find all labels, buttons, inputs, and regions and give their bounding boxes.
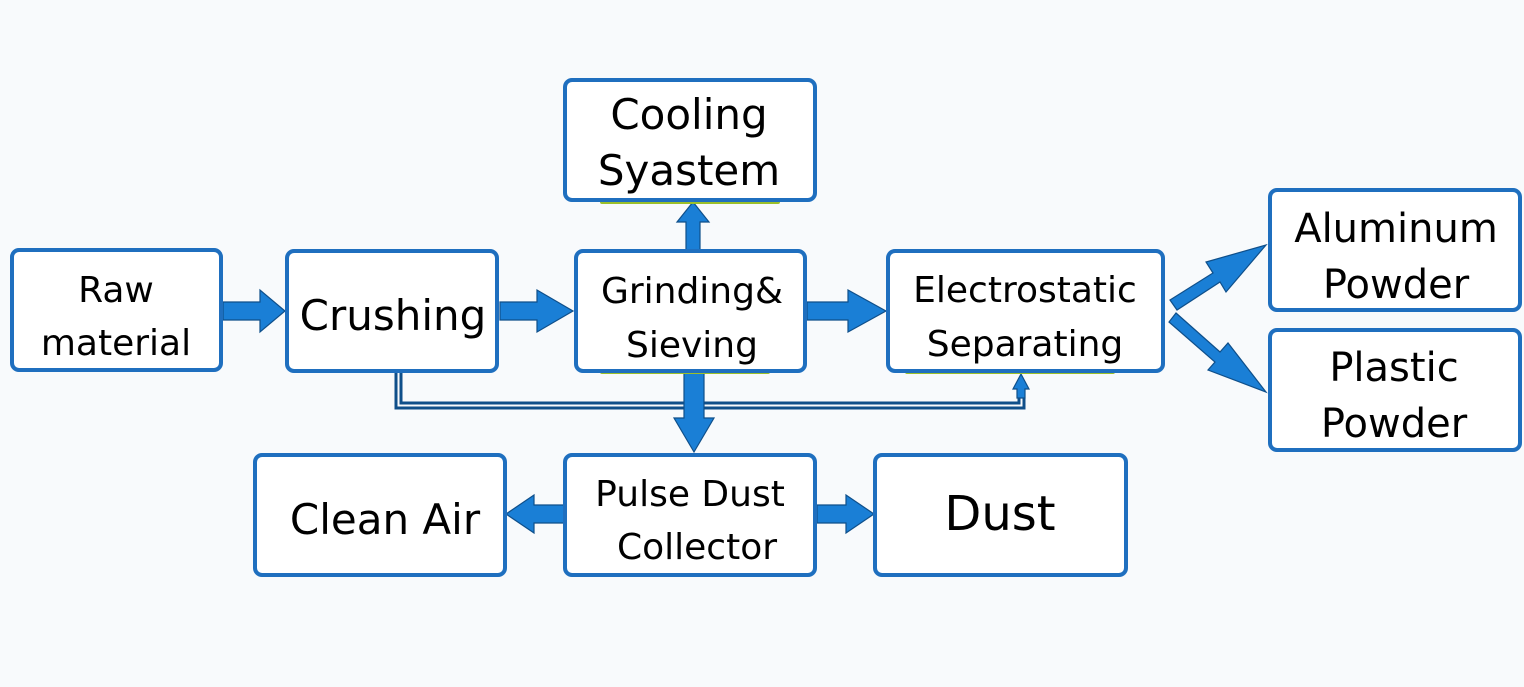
node-grinding-line2: Sieving [626,325,758,366]
node-cooling-line2: Syastem [598,146,780,195]
node-grinding-line1: Grinding& [601,271,783,312]
node-raw-material: Raw material [10,248,223,372]
node-grinding-sieving: Grinding& Sieving [574,249,807,374]
arrow-bypass-to-electrostatic [1012,372,1030,399]
bypass-connector [394,370,1026,410]
node-plastic-powder: Plastic Powder [1268,328,1522,452]
node-clean-air-line1: Clean Air [290,495,481,544]
node-dust: Dust [873,453,1128,577]
arrow-crushing-to-grinding [499,288,575,334]
node-crushing-line1: Crushing [300,291,487,340]
arrow-raw-to-crushing [222,288,286,334]
arrow-electrostatic-to-aluminum [1169,243,1268,311]
node-electrostatic-line2: Separating [927,324,1124,365]
node-plastic-line1: Plastic [1329,345,1458,391]
node-pulse-line2: Collector [617,527,777,568]
arrow-grinding-to-electrostatic [806,288,888,334]
arrow-grinding-to-pulse [672,371,716,454]
node-aluminum-line2: Powder [1323,262,1470,308]
node-aluminum-powder: Aluminum Powder [1268,188,1522,312]
node-pulse-line1: Pulse Dust [595,474,785,515]
arrow-grinding-to-cooling [675,201,711,251]
node-dust-line1: Dust [944,486,1055,542]
node-raw-material-line2: material [41,323,191,364]
node-aluminum-line1: Aluminum [1294,206,1498,252]
arrow-electrostatic-to-plastic [1168,312,1268,394]
node-pulse-dust-collector: Pulse Dust Collector [563,453,817,577]
arrow-pulse-to-clean-air [504,493,565,535]
node-clean-air: Clean Air [253,453,507,577]
arrow-pulse-to-dust [816,493,876,535]
node-cooling-system: Cooling Syastem [563,78,817,204]
node-cooling-line1: Cooling [610,90,767,139]
node-raw-material-line1: Raw [78,270,154,311]
arrows [222,201,1268,535]
node-electrostatic-line1: Electrostatic [913,270,1137,311]
node-plastic-line2: Powder [1321,401,1468,447]
node-crushing: Crushing [285,249,499,373]
node-electrostatic-separating: Electrostatic Separating [886,249,1165,374]
